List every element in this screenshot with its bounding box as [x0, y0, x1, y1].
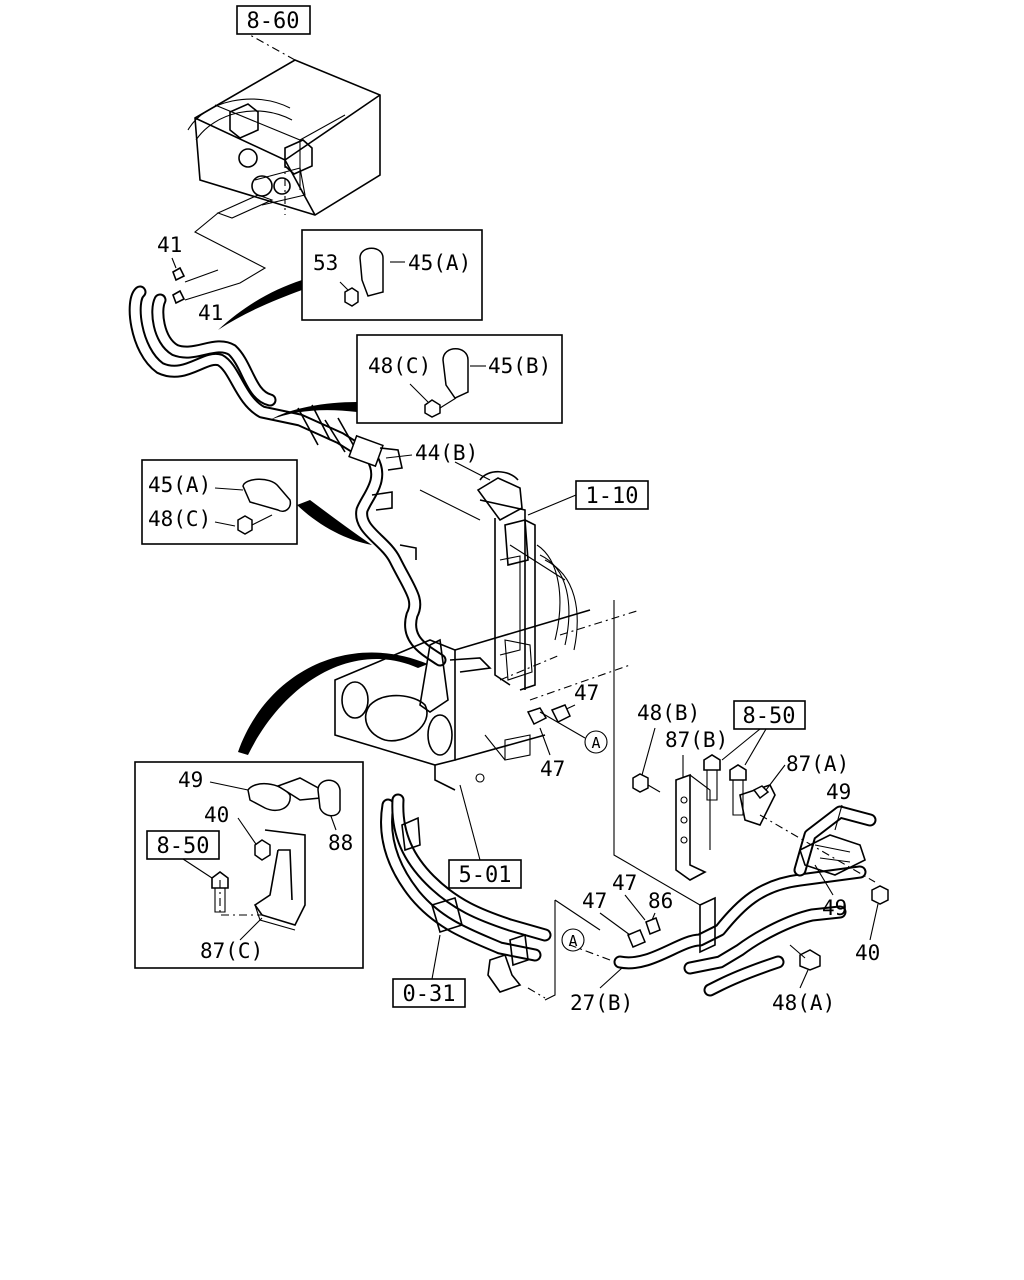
label-48a: 48(A)	[772, 991, 835, 1015]
marker-a-top-label: A	[591, 734, 600, 752]
label-45b-inset2: 45(B)	[488, 354, 551, 378]
label-48b: 48(B)	[637, 701, 700, 725]
label-47-right-lower: 47	[582, 889, 607, 913]
label-48c-inset3: 48(C)	[148, 507, 211, 531]
ref-box-5-01[interactable]	[448, 859, 522, 889]
inset-bracket-87c: 49 40 88 87(C)	[134, 761, 364, 969]
label-86: 86	[648, 889, 673, 913]
label-49-right-upper: 49	[826, 780, 851, 804]
marker-a-bottom	[561, 928, 585, 952]
label-45a-inset3: 45(A)	[148, 473, 211, 497]
label-88: 88	[328, 831, 353, 855]
ref-5-01[interactable]: 5-01	[459, 863, 512, 888]
inset-clamp-45a-nut: 53 45(A)	[301, 229, 483, 321]
label-47-right-upper: 47	[612, 871, 637, 895]
label-40-right: 40	[855, 941, 880, 965]
lower-left-pipe	[380, 793, 552, 999]
label-44b: 44(B)	[415, 441, 478, 465]
marker-a-bottom-label: A	[568, 932, 577, 950]
inset-clamp-45a-bolt: 45(A) 48(C)	[141, 459, 298, 545]
ref-box-1-10[interactable]	[575, 480, 649, 510]
ref-box-8-50-main[interactable]	[733, 700, 806, 730]
frame-crossmember	[334, 609, 641, 791]
ref-box-8-60[interactable]	[236, 5, 311, 35]
ref-8-50-main[interactable]: 8-50	[743, 704, 796, 729]
label-48c-inset2: 48(C)	[368, 354, 431, 378]
label-47-lower: 47	[540, 757, 565, 781]
upper-pipe	[128, 266, 447, 667]
marker-a-top	[584, 730, 608, 754]
label-47-upper: 47	[574, 681, 599, 705]
ref-box-0-31[interactable]	[392, 978, 466, 1008]
label-49-right-lower: 49	[822, 896, 847, 920]
ref-box-8-50-inset[interactable]	[146, 830, 220, 860]
right-pipe-assembly	[544, 600, 889, 1001]
label-87b: 87(B)	[665, 728, 728, 752]
label-87c: 87(C)	[200, 939, 263, 963]
bracket-87b	[632, 754, 776, 881]
label-41-top: 41	[157, 233, 182, 257]
heater-unit	[187, 34, 381, 216]
ref-8-50-inset[interactable]: 8-50	[157, 834, 210, 859]
label-45a-inset1: 45(A)	[408, 251, 471, 275]
label-27b: 27(B)	[570, 991, 633, 1015]
label-49-inset: 49	[178, 768, 203, 792]
label-53: 53	[313, 251, 338, 275]
inset-clamp-45b-bolt: 48(C) 45(B)	[356, 334, 563, 424]
label-41-bottom: 41	[198, 301, 223, 325]
ref-0-31[interactable]: 0-31	[403, 982, 456, 1007]
label-40-inset: 40	[204, 803, 229, 827]
label-87a: 87(A)	[786, 752, 849, 776]
ref-1-10[interactable]: 1-10	[586, 484, 639, 509]
ref-8-60[interactable]: 8-60	[247, 9, 300, 34]
